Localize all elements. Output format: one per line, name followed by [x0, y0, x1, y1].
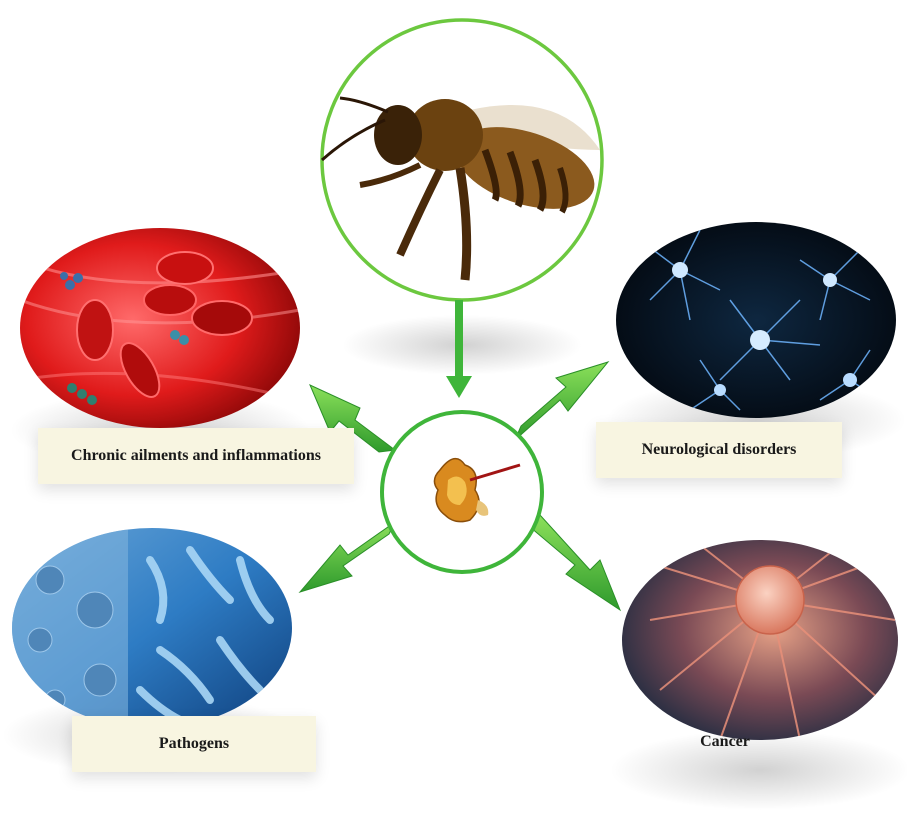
arrow-to-cancer	[530, 515, 620, 610]
arrow-to-pathogens	[300, 522, 395, 592]
cancer-label: Cancer	[700, 733, 750, 751]
neuro-label: Neurological disorders	[642, 441, 797, 459]
chronic-label: Chronic ailments and inflammations	[71, 447, 321, 465]
arrow-to-neuro	[515, 362, 608, 440]
venom-circle	[382, 412, 542, 572]
pathogens-ellipse	[10, 525, 295, 735]
pathogens-label-box: Pathogens	[72, 716, 316, 772]
cancer-label-box: Cancer	[632, 714, 818, 770]
pathogens-icon	[10, 525, 295, 735]
chronic-label-box: Chronic ailments and inflammations	[38, 428, 354, 484]
honeybee-circle	[322, 20, 605, 300]
pathogens-label: Pathogens	[159, 735, 229, 753]
cancer-ellipse	[620, 538, 900, 743]
neuro-label-box: Neurological disorders	[596, 422, 842, 478]
cancer-cell-icon	[620, 538, 900, 743]
